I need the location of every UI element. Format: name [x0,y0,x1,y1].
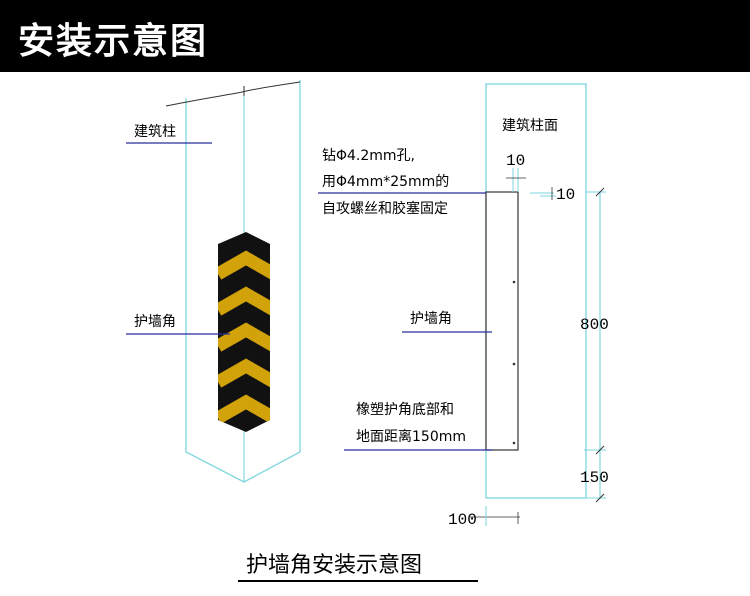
dim-side-offset-value: 10 [556,186,575,204]
dim-top-offset: 10 [506,152,526,192]
dim-ground-gap-value: 150 [580,469,609,487]
dim-vertical: 800 150 [580,187,609,503]
dim-height-value: 800 [580,316,609,334]
dim-width-value: 100 [448,511,477,529]
diagram-stage: 建筑柱 护墙角 建筑柱面 钻Φ4.2mm孔, 用Φ4mm*25mm的 自攻螺丝和… [0,72,750,592]
right-column-label: 建筑柱面 [502,118,558,134]
header-bar: 安装示意图 [0,0,750,72]
screw-hole [512,280,516,284]
gap-note-line-2: 地面距离150mm [356,428,466,445]
left-view: 建筑柱 护墙角 [126,80,301,483]
screw-hole [512,362,516,366]
gap-note-line-1: 橡塑护角底部和 [356,402,454,418]
hazard-corner-guard [218,232,270,432]
dim-side-offset: 10 [530,186,575,204]
drill-note-line-2: 用Φ4mm*25mm的 [322,174,449,190]
right-guard-label: 护墙角 [410,311,452,327]
drill-note-line-1: 钻Φ4.2mm孔, [322,148,415,164]
left-column-label: 建筑柱 [134,124,176,140]
diagram-caption: 护墙角安装示意图 [246,553,422,578]
drill-note-line-3: 自攻螺丝和胶塞固定 [322,200,448,217]
dim-top-offset-value: 10 [506,152,525,170]
screw-hole [512,441,516,445]
left-guard-label: 护墙角 [134,314,176,330]
guard-panel [485,191,519,451]
header-title: 安装示意图 [18,21,209,62]
break-line [165,81,301,107]
right-view: 建筑柱面 钻Φ4.2mm孔, 用Φ4mm*25mm的 自攻螺丝和胶塞固定 护墙角… [318,83,609,529]
dim-width: 100 [448,506,520,529]
installation-diagram: 建筑柱 护墙角 建筑柱面 钻Φ4.2mm孔, 用Φ4mm*25mm的 自攻螺丝和… [126,80,609,582]
